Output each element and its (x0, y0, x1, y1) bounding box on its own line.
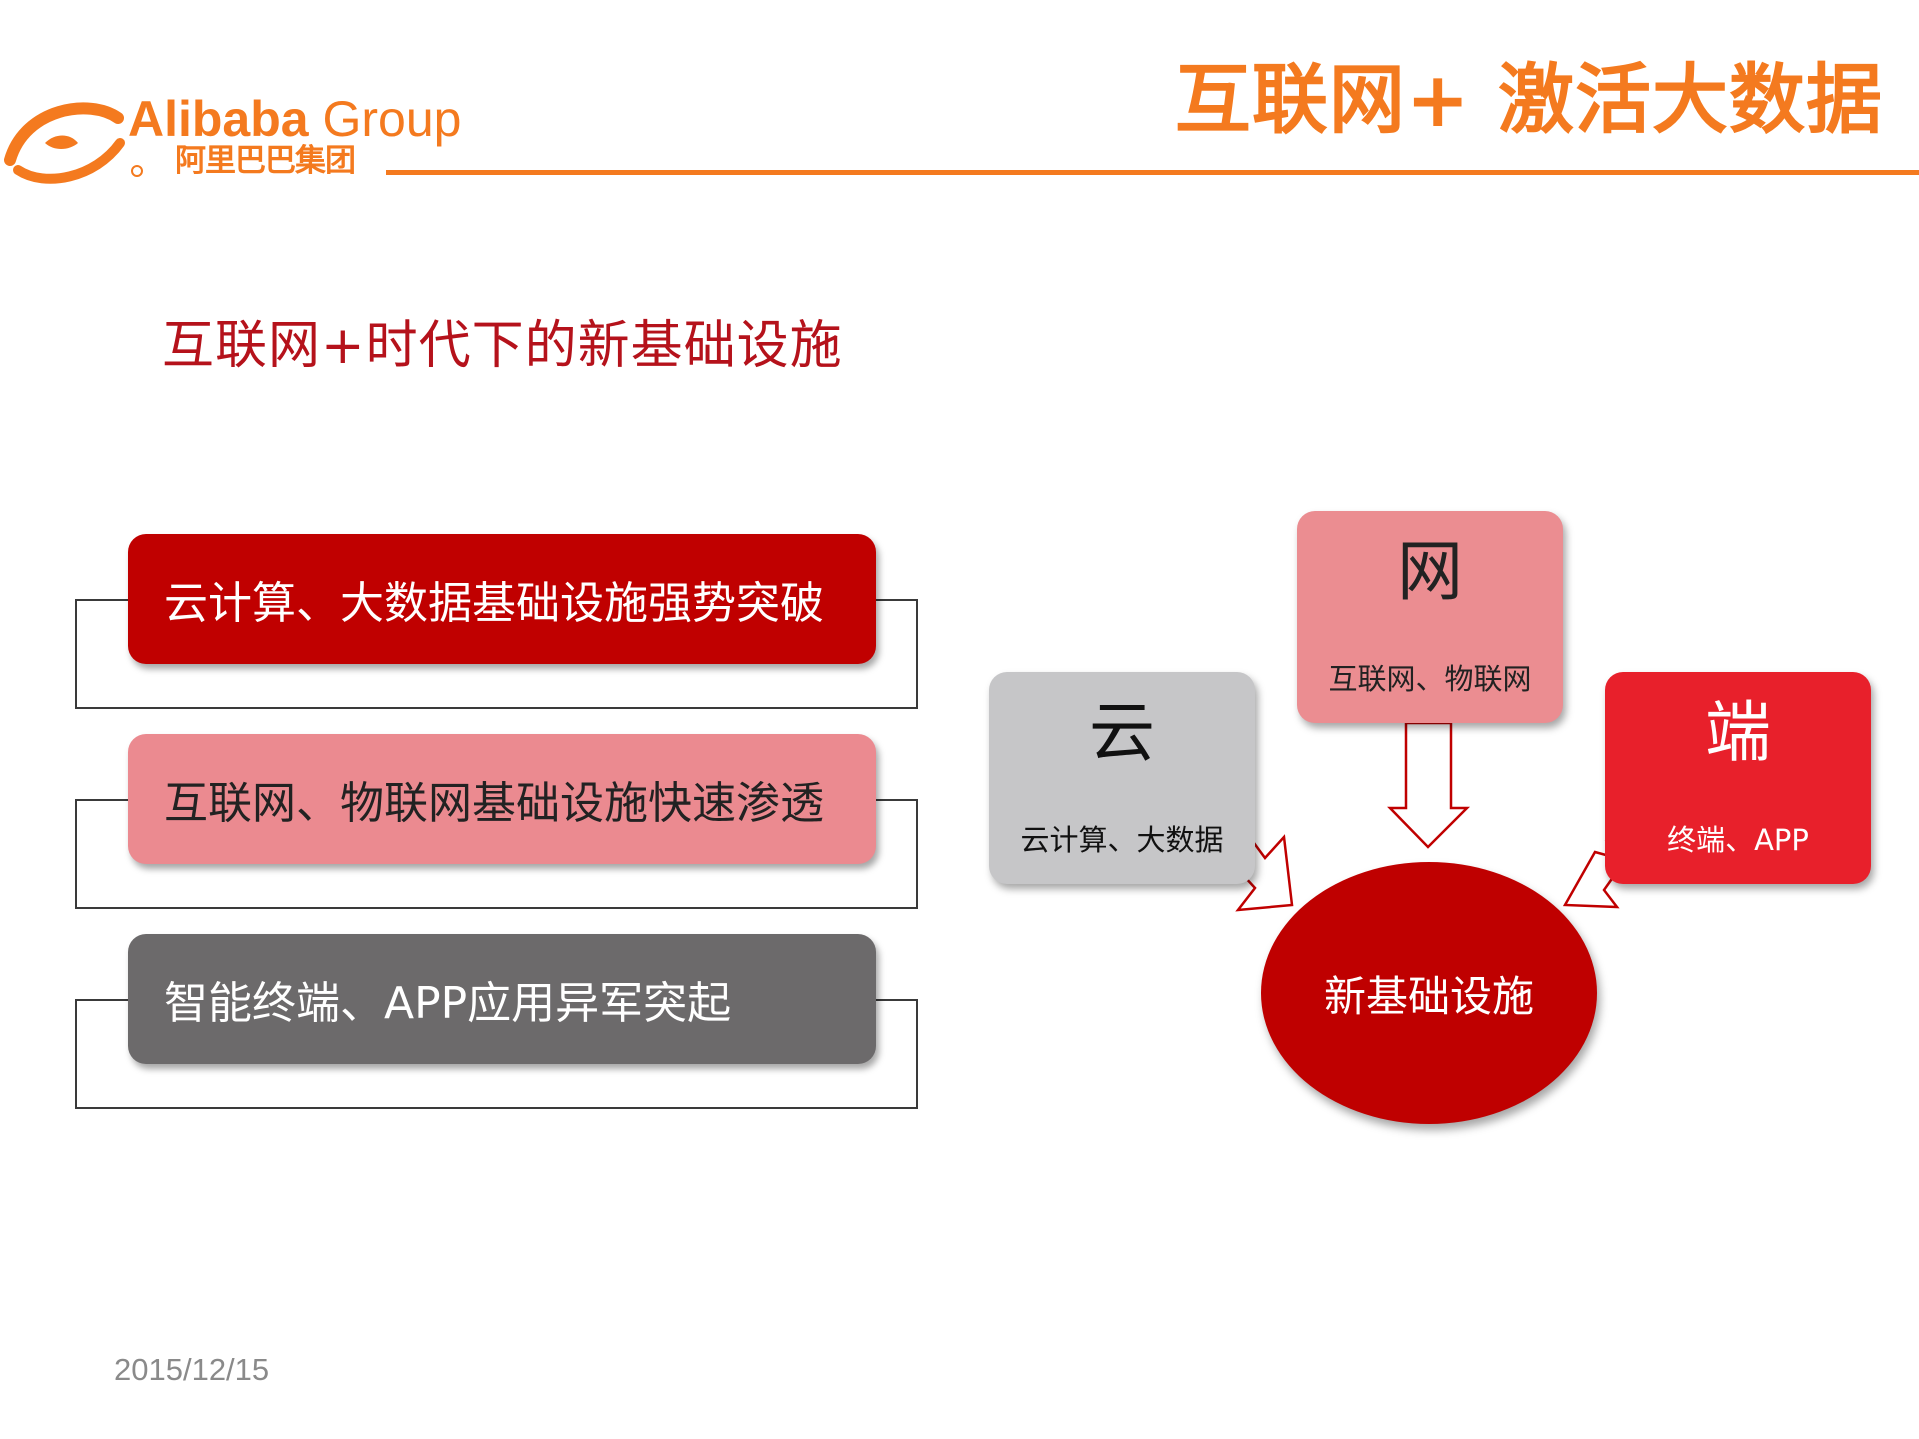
node-end-title: 端 (1705, 694, 1771, 771)
list-bracket-2 (75, 799, 918, 909)
node-new-infrastructure: 新基础设施 (1261, 862, 1597, 1124)
node-cloud-title: 云 (1089, 694, 1155, 771)
node-net: 网 互联网、物联网 (1297, 511, 1563, 723)
alibaba-logo-icon (4, 102, 143, 184)
node-cloud: 云 云计算、大数据 (989, 672, 1255, 884)
node-net-title: 网 (1397, 533, 1463, 610)
list-item-cloud-bigdata: 云计算、大数据基础设施强势突破 (128, 534, 876, 664)
list-item-internet-iot: 互联网、物联网基础设施快速渗透 (128, 734, 876, 864)
arrow-net-to-center (1387, 721, 1471, 849)
list-bracket-1 (75, 599, 918, 709)
section-title: 互联网+时代下的新基础设施 (162, 316, 843, 376)
footer-date: 2015/12/15 (114, 1352, 270, 1387)
header-divider (386, 170, 1919, 175)
node-end: 端 终端、APP (1605, 672, 1871, 884)
node-end-subtitle: 终端、APP (1667, 823, 1809, 857)
logo-wordmark: Alibaba Group (128, 91, 462, 147)
node-net-subtitle: 互联网、物联网 (1328, 662, 1532, 696)
logo-chinese-name: 阿里巴巴集团 (175, 143, 356, 179)
list-bracket-3 (75, 999, 918, 1109)
slide-title: 互联网+ 激活大数据 (1174, 55, 1883, 144)
node-cloud-subtitle: 云计算、大数据 (1020, 823, 1224, 857)
list-item-terminal-app: 智能终端、APP应用异军突起 (128, 934, 876, 1064)
